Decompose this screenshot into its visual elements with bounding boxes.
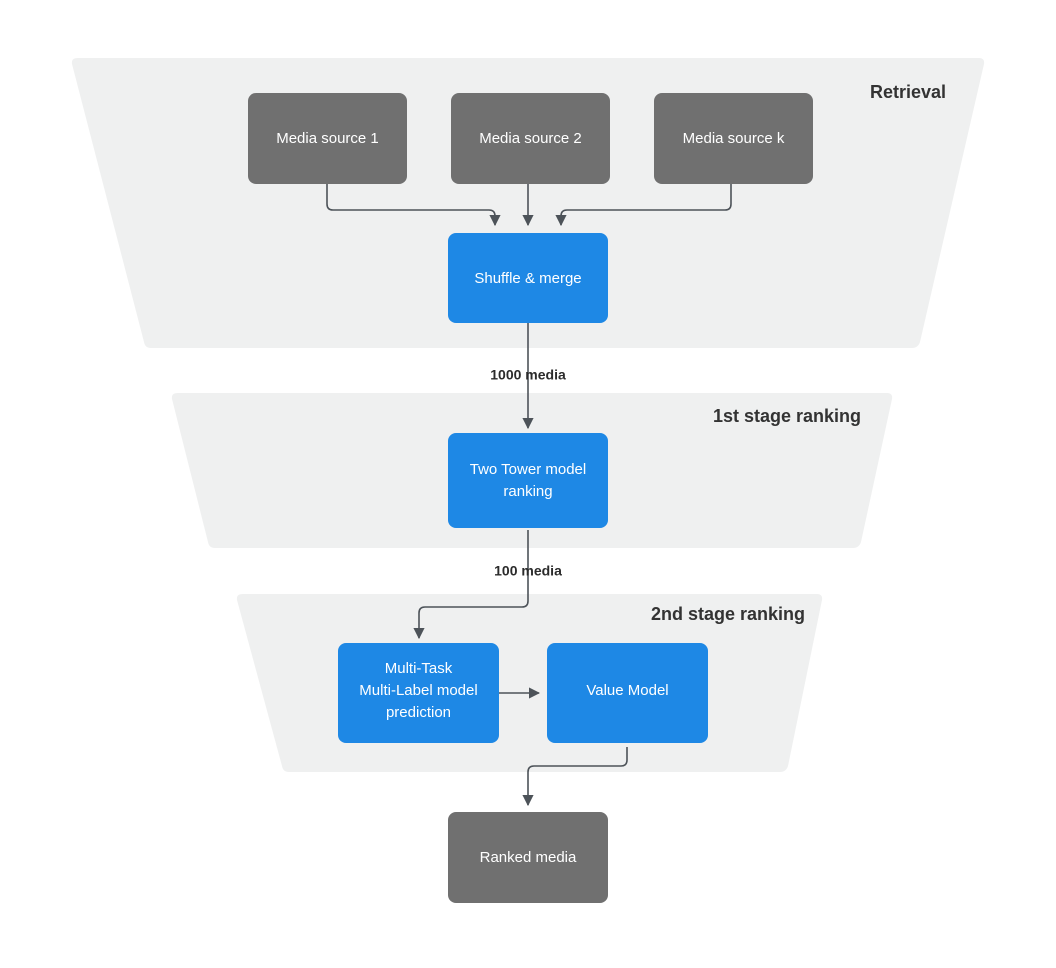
stage-band-second-stage: 2nd stage ranking — [236, 594, 823, 772]
stage-label-retrieval: Retrieval — [870, 82, 946, 102]
node-ranked-media[interactable]: Ranked media — [448, 812, 608, 903]
node-shuffle-merge[interactable]: Shuffle & merge — [448, 233, 608, 323]
node-label-two-tower-line2: ranking — [503, 483, 552, 500]
node-label-ranked-media: Ranked media — [480, 849, 577, 866]
node-media-source-1[interactable]: Media source 1 — [248, 93, 407, 184]
edge-two-tower-to-multi-task: 100 media — [413, 530, 562, 640]
edge-shuffle-to-two-tower: 1000 media — [490, 323, 566, 430]
node-label-multi-task-line1: Multi-Task — [385, 660, 453, 677]
edge-value-model-to-ranked-media — [522, 747, 628, 807]
node-media-source-2[interactable]: Media source 2 — [451, 93, 610, 184]
node-label-media-source-1: Media source 1 — [276, 130, 379, 147]
edge-label-100-media: 100 media — [494, 563, 562, 579]
node-label-two-tower-line1: Two Tower model — [470, 461, 586, 478]
node-label-multi-task-line2: Multi-Label model — [359, 682, 477, 699]
node-label-shuffle-merge: Shuffle & merge — [474, 270, 581, 287]
stage-label-first-stage: 1st stage ranking — [713, 406, 861, 426]
node-value-model[interactable]: Value Model — [547, 643, 708, 743]
edge-sourcek-to-shuffle — [555, 184, 732, 227]
node-two-tower-model-ranking[interactable]: Two Tower model ranking — [448, 433, 608, 528]
node-media-source-k[interactable]: Media source k — [654, 93, 813, 184]
node-label-media-source-k: Media source k — [683, 130, 785, 147]
node-multi-task-multi-label-model-prediction[interactable]: Multi-Task Multi-Label model prediction — [338, 643, 499, 743]
stage-label-second-stage: 2nd stage ranking — [651, 604, 805, 624]
node-label-value-model: Value Model — [586, 682, 668, 699]
edge-source1-to-shuffle — [326, 184, 501, 227]
node-label-media-source-2: Media source 2 — [479, 130, 582, 147]
edge-label-1000-media: 1000 media — [490, 367, 566, 383]
node-label-multi-task-line3: prediction — [386, 704, 451, 721]
